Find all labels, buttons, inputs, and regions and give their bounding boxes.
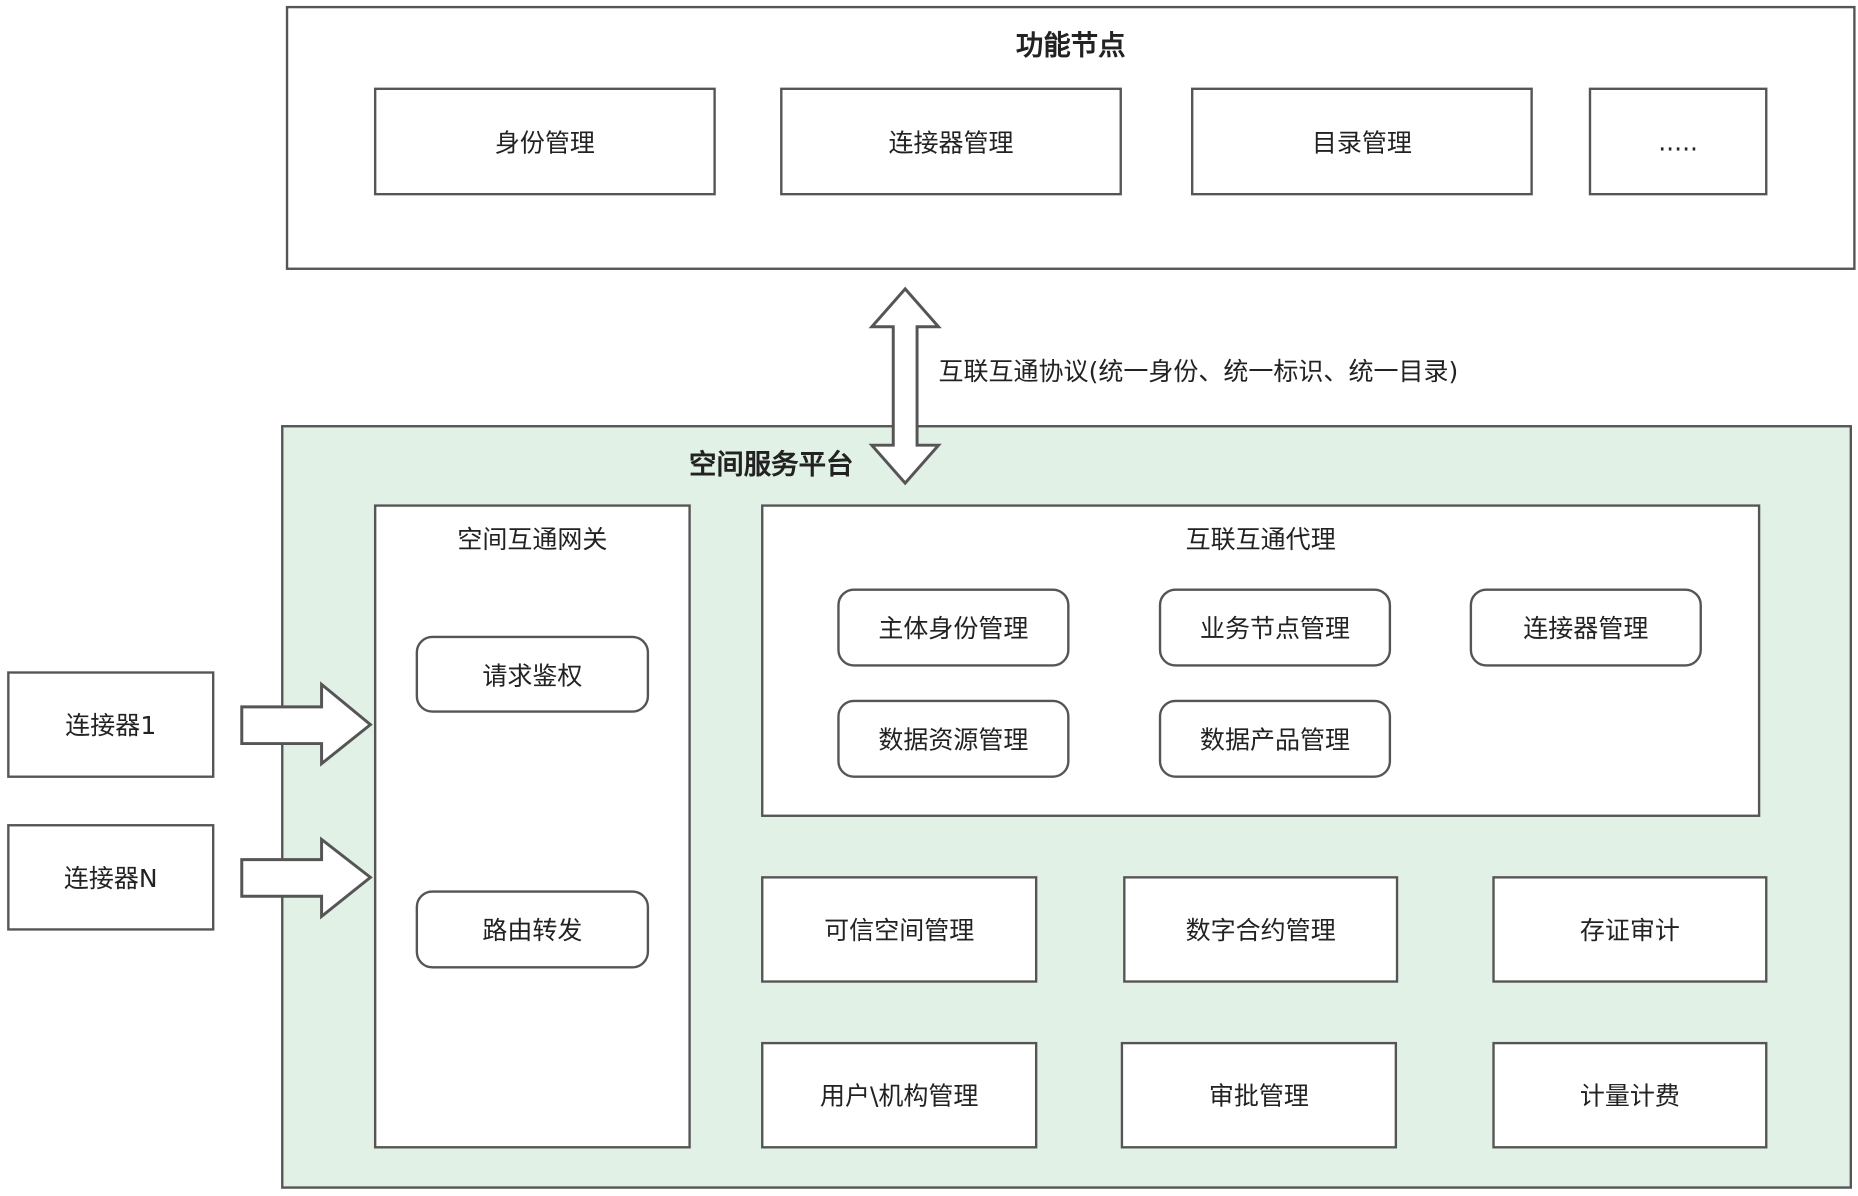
module-box[interactable]: 可信空间管理 — [761, 876, 1038, 983]
bidirectional-arrow-icon — [868, 286, 942, 486]
node-identity[interactable]: 身份管理 — [373, 87, 716, 196]
module-box[interactable]: 存证审计 — [1492, 876, 1768, 983]
node-more[interactable]: ..... — [1588, 87, 1768, 196]
module-box[interactable]: 数字合约管理 — [1123, 876, 1399, 983]
proxy-item[interactable]: 数据产品管理 — [1158, 699, 1392, 778]
module-box[interactable]: 用户\机构管理 — [761, 1041, 1038, 1149]
gateway-container: 空间互通网关 — [373, 504, 691, 1149]
module-box[interactable]: 审批管理 — [1120, 1041, 1398, 1149]
route-forward[interactable]: 路由转发 — [415, 890, 650, 969]
node-catalog[interactable]: 目录管理 — [1191, 87, 1533, 196]
arrow-right-icon — [240, 836, 373, 920]
module-box[interactable]: 计量计费 — [1492, 1041, 1768, 1149]
node-connector[interactable]: 连接器管理 — [780, 87, 1122, 196]
protocol-label: 互联互通协议(统一身份、统一标识、统一目录) — [938, 357, 1459, 386]
function-nodes-title: 功能节点 — [1015, 30, 1126, 62]
request-auth[interactable]: 请求鉴权 — [415, 635, 650, 713]
platform-title: 空间服务平台 — [688, 449, 854, 481]
proxy-title: 互联互通代理 — [1185, 525, 1336, 555]
gateway-title: 空间互通网关 — [457, 525, 608, 555]
connector-1[interactable]: 连接器1 — [7, 671, 215, 778]
proxy-item[interactable]: 业务节点管理 — [1158, 588, 1392, 667]
proxy-item[interactable]: 数据资源管理 — [837, 699, 1070, 778]
proxy-item[interactable]: 连接器管理 — [1469, 588, 1702, 667]
arrow-right-icon — [240, 681, 373, 767]
connector-n[interactable]: 连接器N — [7, 824, 215, 931]
proxy-item[interactable]: 主体身份管理 — [837, 588, 1070, 667]
